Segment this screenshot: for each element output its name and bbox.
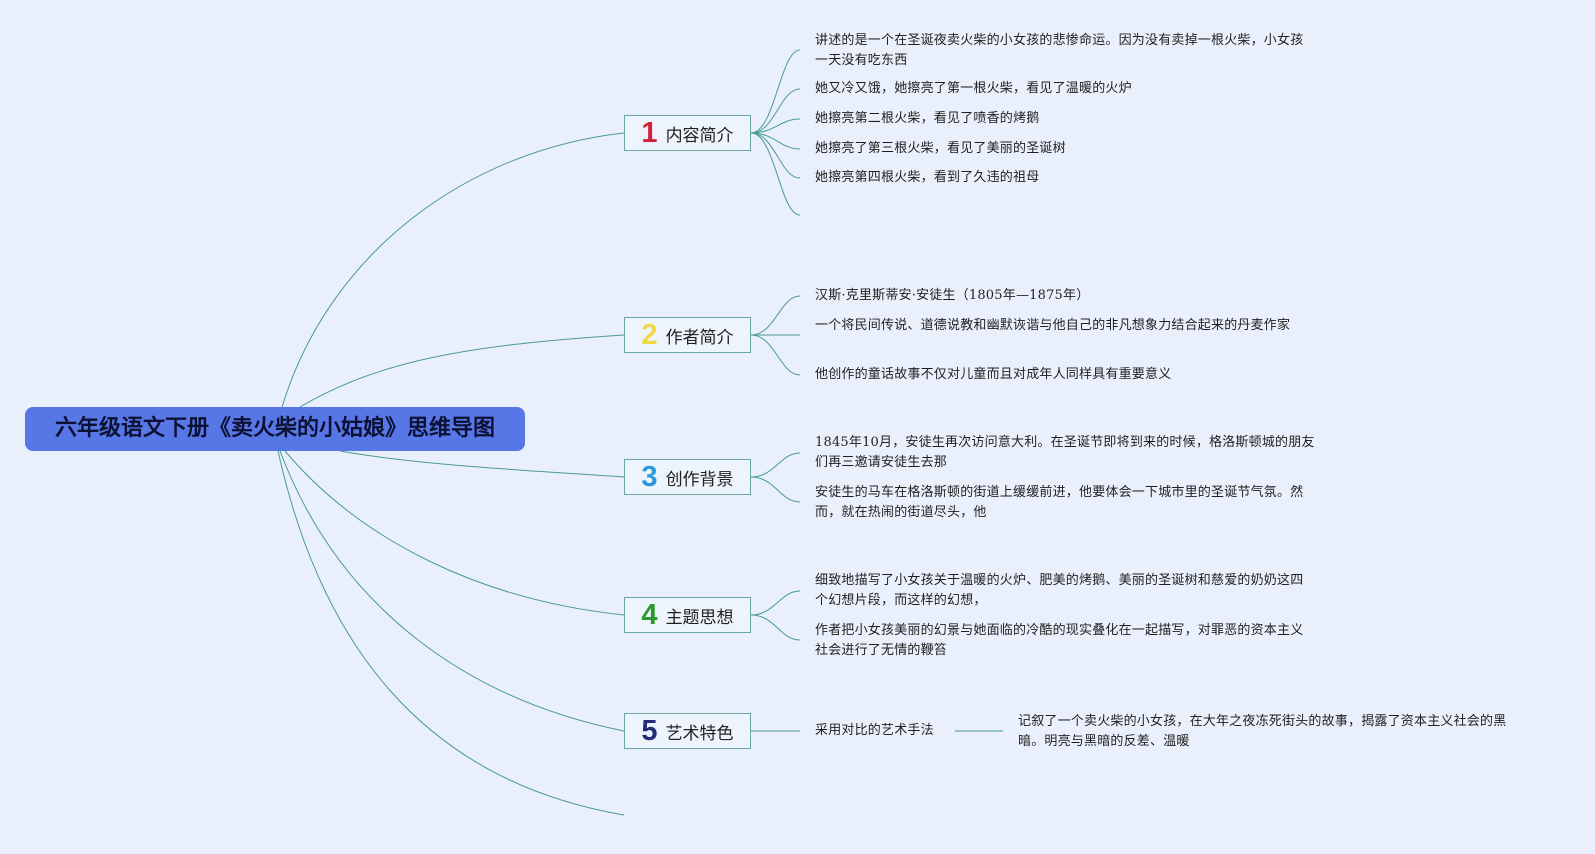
edge-root-branch-5 xyxy=(279,450,625,732)
branch-4-node[interactable]: 4 主题思想 xyxy=(624,597,751,633)
branch-4-leaf-2[interactable]: 作者把小女孩美丽的幻景与她面临的冷酷的现实叠化在一起描写，对罪恶的资本主义社会进… xyxy=(815,623,1304,658)
edge-b1-l3 xyxy=(750,118,801,134)
branch-2-node[interactable]: 2 作者简介 xyxy=(624,317,751,353)
root-topic[interactable]: 六年级语文下册《卖火柴的小姑娘》思维导图 xyxy=(25,407,525,451)
branch-2-leaf-2[interactable]: 一个将民间传说、道德说教和幽默诙谐与他自己的非凡想象力结合起来的丹麦作家 xyxy=(815,318,1291,333)
branch-1-node[interactable]: 1 内容简介 xyxy=(624,115,751,151)
branch-1-leaf-3[interactable]: 她擦亮第二根火柴，看见了喷香的烤鹅 xyxy=(815,111,1040,126)
edge-b1-l1 xyxy=(750,49,801,134)
branch-5-subleaf[interactable]: 记叙了一个卖火柴的小女孩，在大年之夜冻死街头的故事，揭露了资本主义社会的黑暗。明… xyxy=(1018,714,1507,749)
branch-1-leaf-2[interactable]: 她又冷又饿，她擦亮了第一根火柴，看见了温暖的火炉 xyxy=(815,81,1132,96)
branch-1-leaf-4[interactable]: 她擦亮了第三根火柴，看见了美丽的圣诞树 xyxy=(815,141,1066,156)
branch-5-node[interactable]: 5 艺术特色 xyxy=(624,713,751,749)
edge-b1-l5 xyxy=(750,132,801,179)
branch-2-leaf-1[interactable]: 汉斯·克里斯蒂安·安徒生（1805年—1875年） xyxy=(815,288,1090,303)
branch-3-leaf-2[interactable]: 安徒生的马车在格洛斯顿的街道上缓缓前进，他要体会一下城市里的圣诞节气氛。然而，就… xyxy=(815,485,1304,520)
branch-2-leaf-3[interactable]: 他创作的童话故事不仅对儿童而且对成年人同样具有重要意义 xyxy=(815,367,1172,382)
root-title: 六年级语文下册《卖火柴的小姑娘》思维导图 xyxy=(54,416,495,441)
branch-2-label: 作者简介 xyxy=(665,327,734,348)
edge-root-branch-2 xyxy=(299,334,625,408)
edge-root-branch-3 xyxy=(339,450,625,478)
branch-5-leaf-1[interactable]: 采用对比的艺术手法 xyxy=(815,723,934,738)
branch-3-node[interactable]: 3 创作背景 xyxy=(624,459,751,495)
branch-4-number: 4 xyxy=(641,599,658,631)
branch-3-label: 创作背景 xyxy=(665,469,734,490)
edge-root-extra xyxy=(277,450,625,816)
branch-5-number: 5 xyxy=(641,715,658,747)
branch-4-leaf-1[interactable]: 细致地描写了小女孩关于温暖的火炉、肥美的烤鹅、美丽的圣诞树和慈爱的奶奶这四个幻想… xyxy=(815,573,1304,608)
edge-b2-l3 xyxy=(750,334,801,376)
branch-3-number: 3 xyxy=(641,461,658,493)
edge-b2-l1 xyxy=(750,295,801,336)
branch-3-leaf-1[interactable]: 1845年10月，安徒生再次访问意大利。在圣诞节即将到来的时候，格洛斯顿城的朋友… xyxy=(815,435,1315,470)
edge-b3-l2 xyxy=(750,476,801,503)
branch-1-leaf-1[interactable]: 讲述的是一个在圣诞夜卖火柴的小女孩的悲惨命运。因为没有卖掉一根火柴，小女孩一天没… xyxy=(815,33,1304,68)
branch-2-number: 2 xyxy=(641,319,658,351)
branch-1-number: 1 xyxy=(641,117,658,149)
edge-b1-l2 xyxy=(750,88,801,134)
edge-b1-l6 xyxy=(750,132,801,216)
edge-b3-l1 xyxy=(750,452,801,478)
branch-1-label: 内容简介 xyxy=(665,125,734,146)
edge-b4-l1 xyxy=(750,590,801,616)
edge-root-branch-1 xyxy=(281,132,625,408)
edge-b4-l2 xyxy=(750,614,801,641)
branch-5-label: 艺术特色 xyxy=(665,723,734,744)
edge-root-branch-4 xyxy=(284,450,625,616)
branch-4-label: 主题思想 xyxy=(665,607,734,628)
branch-1-leaf-5[interactable]: 她擦亮第四根火柴，看到了久违的祖母 xyxy=(815,170,1040,185)
